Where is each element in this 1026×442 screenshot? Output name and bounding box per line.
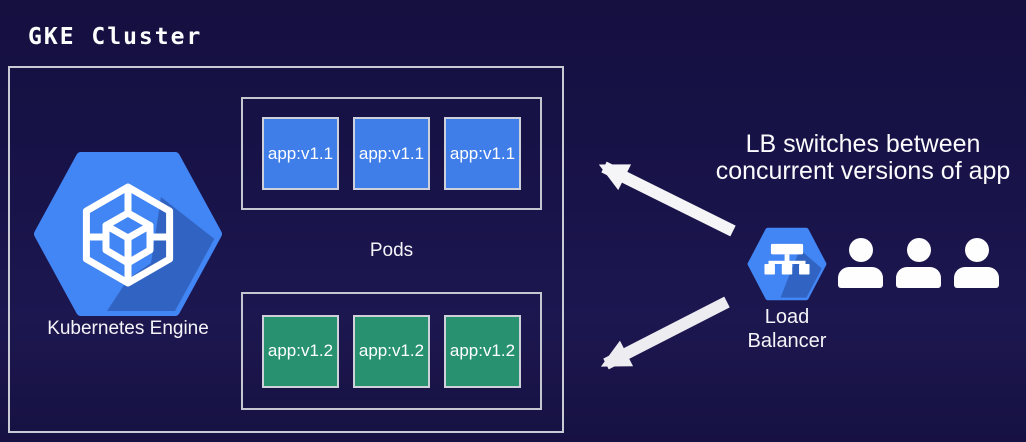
lb-annotation-text: LB switches between concurrent versions … bbox=[690, 131, 1026, 185]
user-torso bbox=[838, 267, 883, 288]
load-balancer-label: Load Balancer bbox=[722, 305, 852, 353]
arrow-to-v1-2-pods bbox=[600, 296, 730, 370]
load-balancer-label-line2: Balancer bbox=[747, 330, 827, 352]
cube-wireframe-glyph bbox=[82, 183, 174, 287]
gke-cluster-box: Kubernetes Engine app:v1.1 app:v1.1 app:… bbox=[8, 66, 564, 433]
kubernetes-engine-icon bbox=[34, 152, 222, 316]
pod-app-v1-2: app:v1.2 bbox=[262, 314, 339, 388]
kubernetes-engine-block: Kubernetes Engine bbox=[32, 150, 224, 340]
user-icon bbox=[896, 238, 941, 288]
load-balancer-icon bbox=[747, 227, 827, 301]
user-head bbox=[964, 238, 989, 262]
pod-group-v1-1: app:v1.1 app:v1.1 app:v1.1 bbox=[241, 97, 542, 210]
pods-column: app:v1.1 app:v1.1 app:v1.1 Pods app:v1.2… bbox=[241, 68, 542, 431]
pod-app-v1-1: app:v1.1 bbox=[262, 117, 339, 190]
kubernetes-engine-label: Kubernetes Engine bbox=[47, 318, 209, 339]
pod-app-v1-1: app:v1.1 bbox=[444, 117, 521, 190]
pod-app-v1-2: app:v1.2 bbox=[353, 314, 430, 388]
lb-annotation-line2: concurrent versions of app bbox=[715, 157, 1011, 185]
user-head bbox=[906, 238, 931, 262]
pod-group-v1-2: app:v1.2 app:v1.2 app:v1.2 bbox=[241, 292, 542, 410]
users-group bbox=[838, 238, 999, 288]
lb-annotation-line1: LB switches between bbox=[745, 130, 981, 158]
load-balancer-label-line1: Load bbox=[764, 306, 810, 328]
user-icon bbox=[838, 238, 883, 288]
user-icon bbox=[954, 238, 999, 288]
user-torso bbox=[896, 267, 941, 288]
pod-app-v1-2: app:v1.2 bbox=[444, 314, 521, 388]
user-torso bbox=[954, 267, 999, 288]
pods-label: Pods bbox=[369, 240, 414, 261]
user-head bbox=[848, 238, 873, 262]
pod-app-v1-1: app:v1.1 bbox=[353, 117, 430, 190]
load-balancer-block: Load Balancer bbox=[722, 227, 852, 353]
network-tree-glyph bbox=[764, 243, 810, 275]
page-title: GKE Cluster bbox=[28, 24, 203, 50]
